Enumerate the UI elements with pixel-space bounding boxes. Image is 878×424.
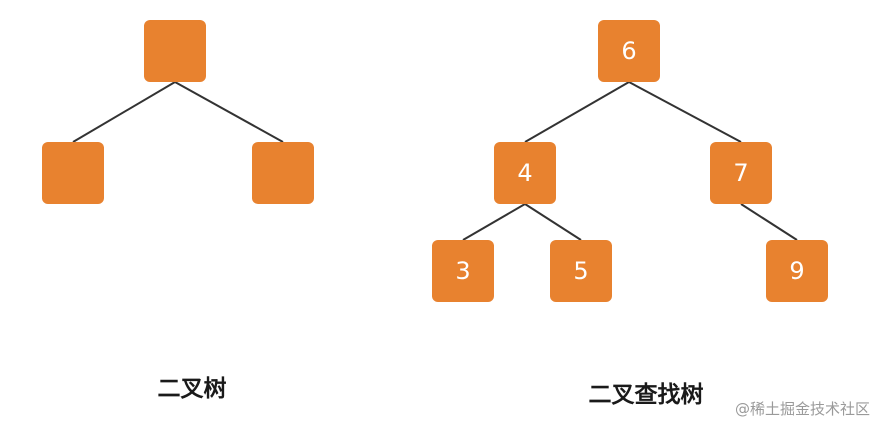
watermark-text: @稀土掘金技术社区 [735, 400, 870, 418]
bst-edge-n4-n5 [524, 203, 582, 241]
bst-node-label: 9 [789, 257, 804, 285]
nodes-layer: 6 4 7 3 5 9 [42, 20, 828, 302]
binary-tree-node-box [42, 142, 104, 204]
bst-node-n4: 4 [494, 142, 556, 204]
bst-node-box [550, 240, 612, 302]
bst-node-box [432, 240, 494, 302]
bst-edge-n6-n4 [524, 81, 630, 143]
bst-node-box [710, 142, 772, 204]
bst-node-n6: 6 [598, 20, 660, 82]
bst-node-label: 7 [733, 159, 748, 187]
binary-tree-node-box [144, 20, 206, 82]
binary-tree-edge-root-right [174, 81, 284, 143]
binary-tree-node-root [144, 20, 206, 82]
bst-caption: 二叉查找树 [589, 382, 704, 408]
bst-node-box [766, 240, 828, 302]
bst-edge-n4-n3 [462, 203, 526, 241]
bst-edge-n6-n7 [628, 81, 742, 143]
binary-tree-node-right [252, 142, 314, 204]
binary-tree-caption: 二叉树 [158, 376, 227, 402]
binary-tree-node-box [252, 142, 314, 204]
edges-layer [72, 81, 798, 241]
bst-node-box [494, 142, 556, 204]
bst-node-n9: 9 [766, 240, 828, 302]
bst-edge-n7-n9 [740, 203, 798, 241]
binary-tree-node-left [42, 142, 104, 204]
bst-node-n7: 7 [710, 142, 772, 204]
bst-node-n5: 5 [550, 240, 612, 302]
bst-node-label: 6 [621, 37, 636, 65]
bst-node-box [598, 20, 660, 82]
bst-node-label: 5 [573, 257, 588, 285]
binary-tree-edge-root-left [72, 81, 176, 143]
bst-node-label: 3 [455, 257, 470, 285]
bst-node-label: 4 [517, 159, 532, 187]
bst-node-n3: 3 [432, 240, 494, 302]
